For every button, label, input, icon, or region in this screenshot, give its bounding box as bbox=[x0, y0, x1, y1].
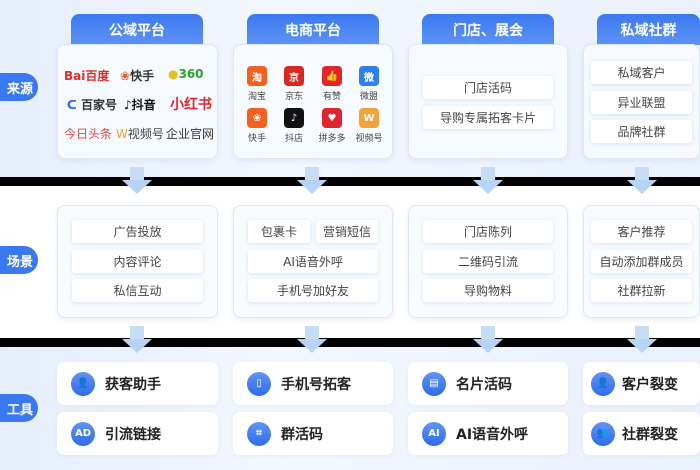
shipinhao-icon: W bbox=[359, 108, 379, 128]
shipinhao-logo: W视频号 bbox=[116, 127, 164, 141]
weimeng-icon: 微 bbox=[359, 66, 379, 86]
scan-icon: ⌗ bbox=[247, 421, 271, 446]
toutiao-logo: 今日头条 bbox=[64, 127, 113, 141]
public-scene-card: 广告投放 内容评论 私信互动 bbox=[57, 205, 218, 318]
source-item: 私域客户 bbox=[591, 61, 692, 84]
ai-robot-icon: AI bbox=[422, 421, 446, 446]
group-icon: 👥 bbox=[591, 421, 615, 446]
source-item: 品牌社群 bbox=[591, 120, 692, 143]
scene-item: 门店陈列 bbox=[423, 220, 553, 243]
source-item: 门店活码 bbox=[423, 76, 553, 99]
scene-item: 自动添加群成员 bbox=[591, 250, 692, 273]
app-kuaishou: ❀快手 bbox=[242, 108, 272, 144]
app-doudian: ♪抖店 bbox=[279, 108, 309, 144]
id-card-icon: ▤ bbox=[422, 371, 446, 396]
arrow-down-icon bbox=[627, 326, 657, 354]
360-logo: ●360 bbox=[168, 67, 204, 81]
tool-card-qr[interactable]: ▤名片活码 bbox=[408, 362, 568, 405]
scene-item: 社群拉新 bbox=[591, 279, 692, 302]
arrow-down-icon bbox=[473, 326, 503, 354]
douyin-logo: ♪抖音 bbox=[124, 98, 156, 112]
app-taobao: 淘淘宝 bbox=[242, 66, 272, 102]
scene-item: 客户推荐 bbox=[591, 220, 692, 243]
user-icon: 👤 bbox=[71, 371, 95, 396]
column-header-public: 公域平台 bbox=[71, 14, 203, 45]
scene-item: 私信互动 bbox=[72, 279, 203, 302]
divider bbox=[0, 338, 700, 347]
xiaohongshu-logo: 小红书 bbox=[170, 97, 212, 113]
app-jd: 京京东 bbox=[279, 66, 309, 102]
scene-item: 手机号加好友 bbox=[248, 279, 378, 302]
official-site-label: 企业官网 bbox=[166, 127, 215, 141]
column-header-ecommerce: 电商平台 bbox=[247, 14, 379, 45]
tool-customer-fission[interactable]: 👤客户裂变 bbox=[583, 362, 700, 405]
scene-item: AI语音外呼 bbox=[248, 250, 378, 273]
baidu-logo: Bai百度 bbox=[64, 69, 110, 83]
app-youzan: 👍有赞 bbox=[317, 66, 347, 102]
row-label-source: 来源 bbox=[0, 73, 38, 101]
arrow-down-icon bbox=[122, 326, 152, 354]
arrow-down-icon bbox=[122, 167, 152, 195]
jd-icon: 京 bbox=[284, 66, 304, 86]
kuaishou-logo: ❀快手 bbox=[120, 69, 155, 83]
scene-item: 内容评论 bbox=[72, 250, 203, 273]
private-source-card: 私域客户 异业联盟 品牌社群 bbox=[583, 44, 700, 159]
app-weimeng: 微微盟 bbox=[354, 66, 384, 102]
thumbs-up-icon: 👍 bbox=[322, 66, 342, 86]
column-header-store: 门店、展会 bbox=[422, 14, 554, 45]
ad-icon: AD bbox=[71, 421, 95, 446]
user-icon: 👤 bbox=[591, 371, 615, 396]
tool-customer-acquisition[interactable]: 👤获客助手 bbox=[57, 362, 218, 405]
row-label-tool: 工具 bbox=[0, 394, 38, 422]
store-source-card: 门店活码 导购专属拓客卡片 bbox=[408, 44, 568, 159]
douyin-icon: ♪ bbox=[284, 108, 304, 128]
row-label-scene: 场景 bbox=[0, 246, 38, 274]
baijiahao-logo: ᑕ 百家号 bbox=[67, 98, 117, 112]
public-source-card: Bai百度 ❀快手 ●360 ᑕ 百家号 ♪抖音 小红书 今日头条 W视频号 企… bbox=[57, 44, 218, 159]
divider bbox=[0, 177, 700, 186]
source-item: 异业联盟 bbox=[591, 91, 692, 114]
pinduoduo-icon: ♥ bbox=[322, 108, 342, 128]
tool-group-qr[interactable]: ⌗群活码 bbox=[233, 412, 393, 455]
tool-phone-acquisition[interactable]: ▯手机号拓客 bbox=[233, 362, 393, 405]
store-scene-card: 门店陈列 二维码引流 导购物料 bbox=[408, 205, 568, 318]
scene-item: 二维码引流 bbox=[423, 250, 553, 273]
arrow-down-icon bbox=[473, 167, 503, 195]
arrow-down-icon bbox=[627, 167, 657, 195]
scene-item: 导购物料 bbox=[423, 279, 553, 302]
ecommerce-scene-card: 包裹卡 营销短信 AI语音外呼 手机号加好友 bbox=[233, 205, 393, 318]
source-item: 导购专属拓客卡片 bbox=[423, 106, 553, 129]
arrow-down-icon bbox=[297, 326, 327, 354]
phone-icon: ▯ bbox=[247, 371, 271, 396]
tool-group-fission[interactable]: 👥社群裂变 bbox=[583, 412, 700, 455]
taobao-icon: 淘 bbox=[247, 66, 267, 86]
column-header-private: 私域社群 bbox=[597, 14, 700, 45]
scene-item: 营销短信 bbox=[316, 220, 378, 243]
app-pinduoduo: ♥拼多多 bbox=[317, 108, 347, 144]
arrow-down-icon bbox=[297, 167, 327, 195]
private-scene-card: 客户推荐 自动添加群成员 社群拉新 bbox=[583, 205, 700, 318]
scene-item: 广告投放 bbox=[72, 220, 203, 243]
scene-item: 包裹卡 bbox=[248, 220, 310, 243]
kuaishou-icon: ❀ bbox=[247, 108, 267, 128]
